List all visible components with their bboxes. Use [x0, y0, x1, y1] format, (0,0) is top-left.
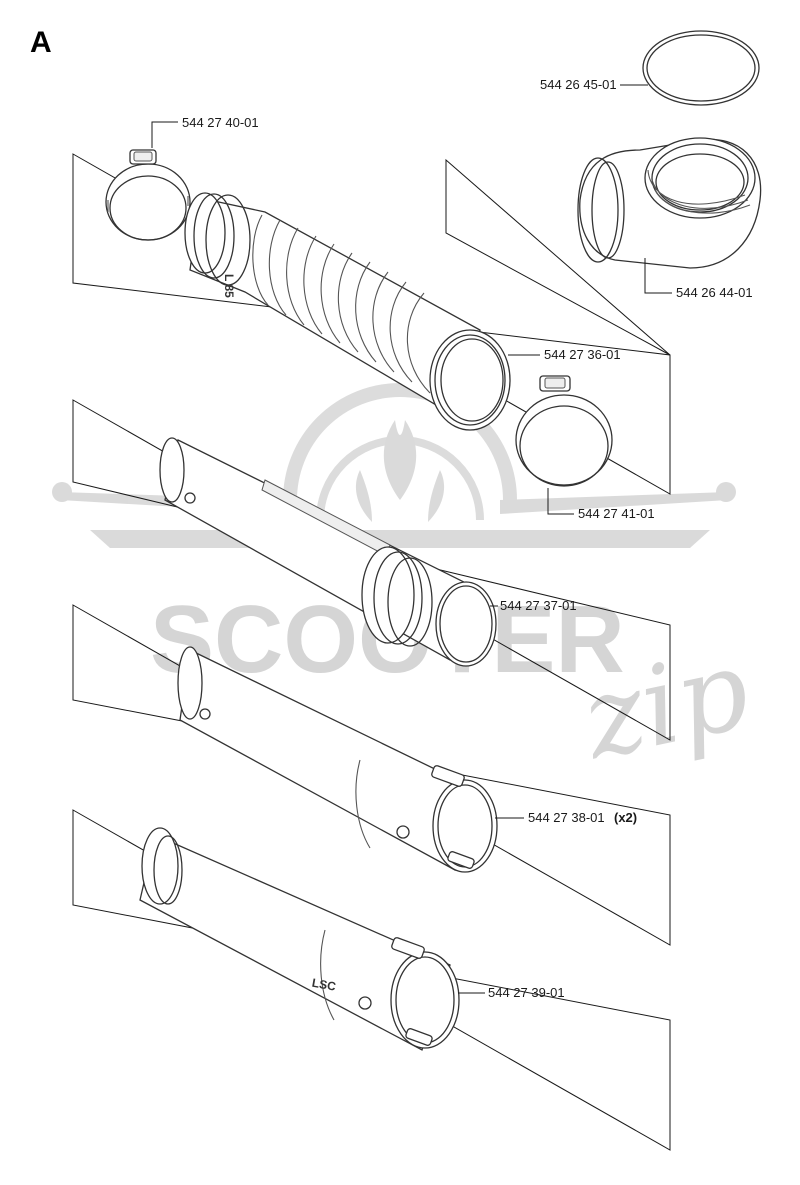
bellows-ribs [252, 214, 431, 394]
callout-tube-3[interactable]: 544 27 39-01 [488, 985, 565, 1000]
part-elbow[interactable] [577, 137, 762, 269]
part-clamp-upper[interactable] [105, 149, 191, 241]
part-o-ring[interactable] [642, 30, 760, 106]
callout-tube-1[interactable]: 544 27 37-01 [500, 598, 577, 613]
callout-elbow[interactable]: 544 26 44-01 [676, 285, 753, 300]
part-tube-3[interactable]: LSC [139, 827, 460, 1051]
section-label: A [30, 26, 52, 59]
part-bellows[interactable]: L 85 [184, 192, 511, 431]
plane-4 [72, 809, 671, 1151]
watermark-emblem-icon [52, 383, 736, 548]
callout-clamp-upper[interactable]: 544 27 40-01 [182, 115, 259, 130]
callout-tube-2[interactable]: 544 27 38-01 [528, 810, 605, 825]
part-tube-2[interactable] [177, 646, 498, 873]
leader-lines [151, 84, 672, 994]
tube-stamp: LSC [311, 976, 337, 994]
callout-bellows[interactable]: 544 27 36-01 [544, 347, 621, 362]
part-tube-1[interactable] [159, 437, 497, 667]
callout-clamp-lower[interactable]: 544 27 41-01 [578, 506, 655, 521]
callout-o-ring[interactable]: 544 26 45-01 [540, 77, 617, 92]
callout-tube-2-qty: (x2) [614, 810, 637, 825]
callouts: 544 26 45-01 544 27 40-01 544 26 44-01 5… [182, 77, 753, 1000]
part-clamp-lower[interactable] [515, 375, 613, 487]
plane-elbow [445, 158, 671, 356]
bellows-stamp: L 85 [222, 274, 236, 298]
